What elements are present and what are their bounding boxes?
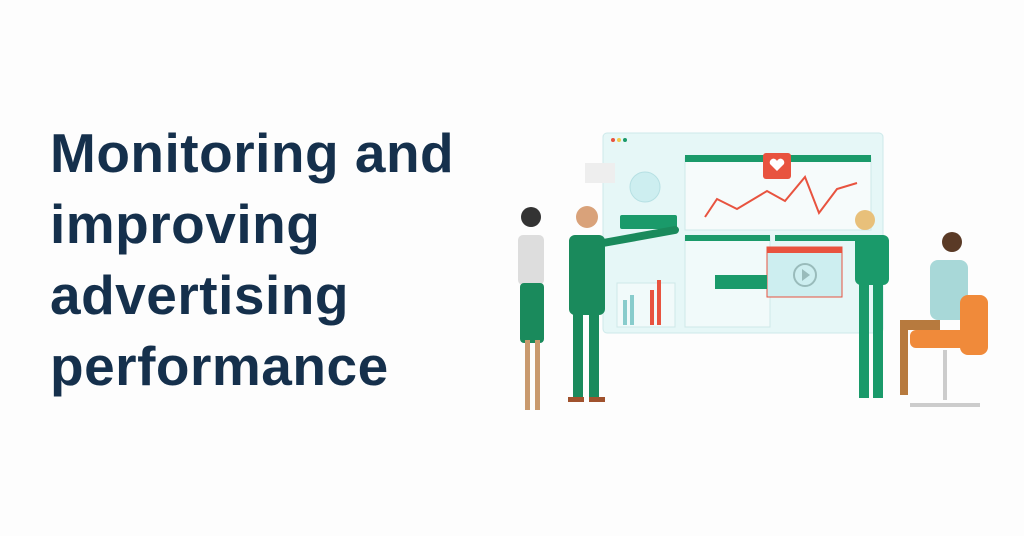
title-line-4: performance: [50, 335, 389, 397]
title-line-1: Monitoring and: [50, 122, 455, 184]
seated-man-figure: [900, 232, 988, 407]
title-line-3: advertising: [50, 264, 349, 326]
mail-icon: [585, 163, 615, 183]
play-icon: [793, 263, 817, 287]
woman-figure: [518, 207, 544, 410]
dashboard-screen: [585, 132, 884, 334]
title-line-2: improving: [50, 193, 321, 255]
phone-icon: [620, 215, 677, 229]
page-title: Monitoring and improving advertising per…: [50, 118, 454, 402]
blonde-woman-figure: [855, 210, 889, 398]
man-figure: [568, 206, 679, 402]
team-dashboard-illustration: [518, 132, 988, 410]
